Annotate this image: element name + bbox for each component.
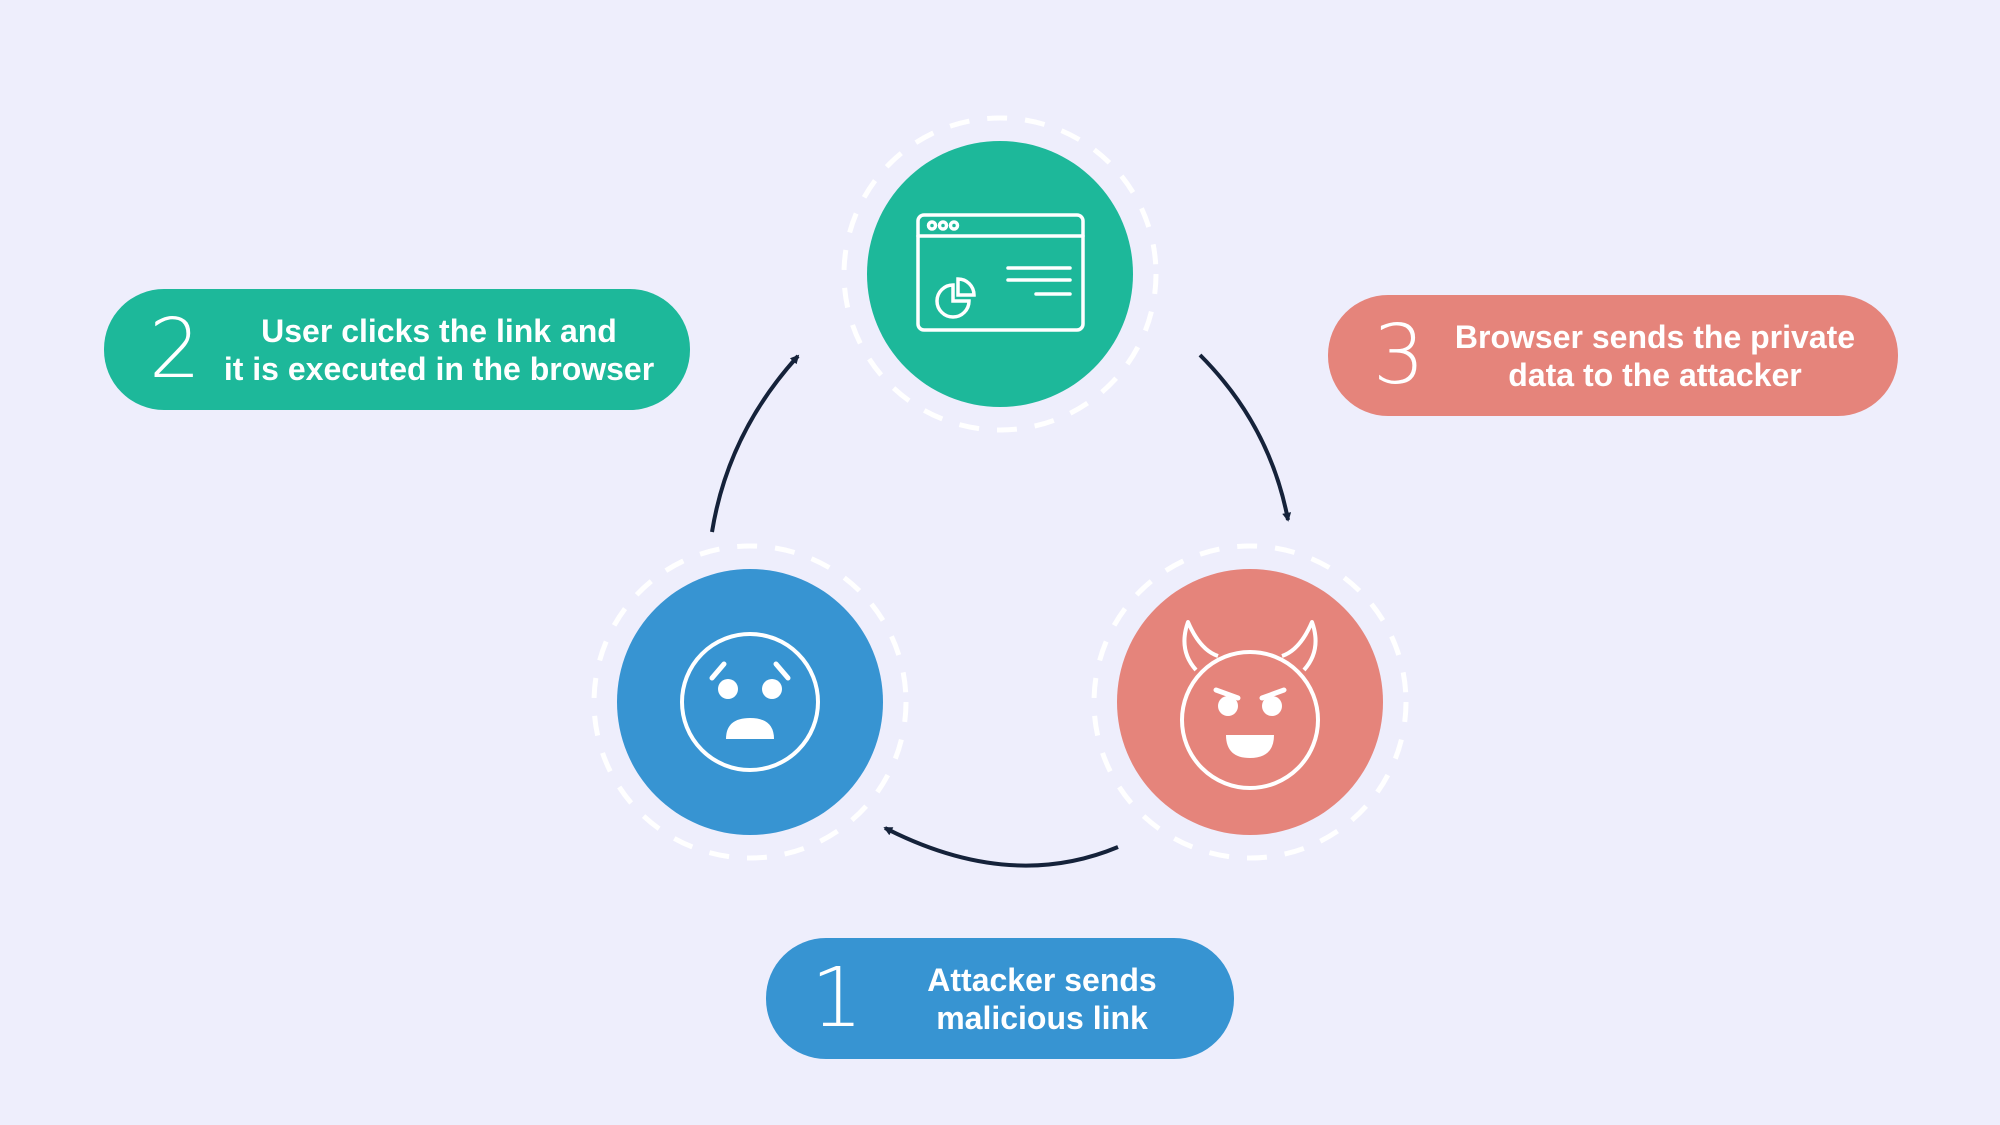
attacker-node-ring [1091, 543, 1409, 861]
worried-face-icon [680, 632, 820, 772]
step-1-number: 1 [810, 950, 864, 1046]
step-2-label: 2 User clicks the link and it is execute… [104, 289, 690, 410]
devil-face-icon [1180, 620, 1320, 790]
browser-window-icon [916, 213, 1085, 332]
browser-node-circle [867, 141, 1133, 407]
step-2-text: User clicks the link and it is executed … [210, 312, 690, 388]
user-node-circle [617, 569, 883, 835]
arrow-browser-to-attacker [1198, 353, 1292, 522]
user-node [591, 543, 909, 861]
arrow-user-to-browser [710, 354, 800, 533]
step-2-text-line-2: it is executed in the browser [223, 350, 655, 387]
attacker-node-circle [1117, 569, 1383, 835]
step-1-text-line-2: malicious link [936, 999, 1148, 1036]
step-3-text: Browser sends the private data to the at… [1434, 318, 1898, 394]
step-3-text-line-2: data to the attacker [1508, 356, 1802, 393]
user-node-ring [591, 543, 909, 861]
step-3-text-line-1: Browser sends the private [1454, 318, 1856, 355]
step-1-text-line-1: Attacker sends [927, 961, 1157, 998]
arrow-attacker-to-user [883, 826, 1119, 868]
step-1-text: Attacker sends malicious link [872, 961, 1234, 1037]
browser-node [841, 115, 1159, 433]
attacker-node [1091, 543, 1409, 861]
step-3-number: 3 [1372, 307, 1426, 403]
step-1-label: 1 Attacker sends malicious link [766, 938, 1234, 1059]
browser-node-ring [841, 115, 1159, 433]
step-2-number: 2 [148, 301, 202, 397]
step-2-text-line-1: User clicks the link and [261, 312, 617, 349]
step-3-label: 3 Browser sends the private data to the … [1328, 295, 1898, 416]
